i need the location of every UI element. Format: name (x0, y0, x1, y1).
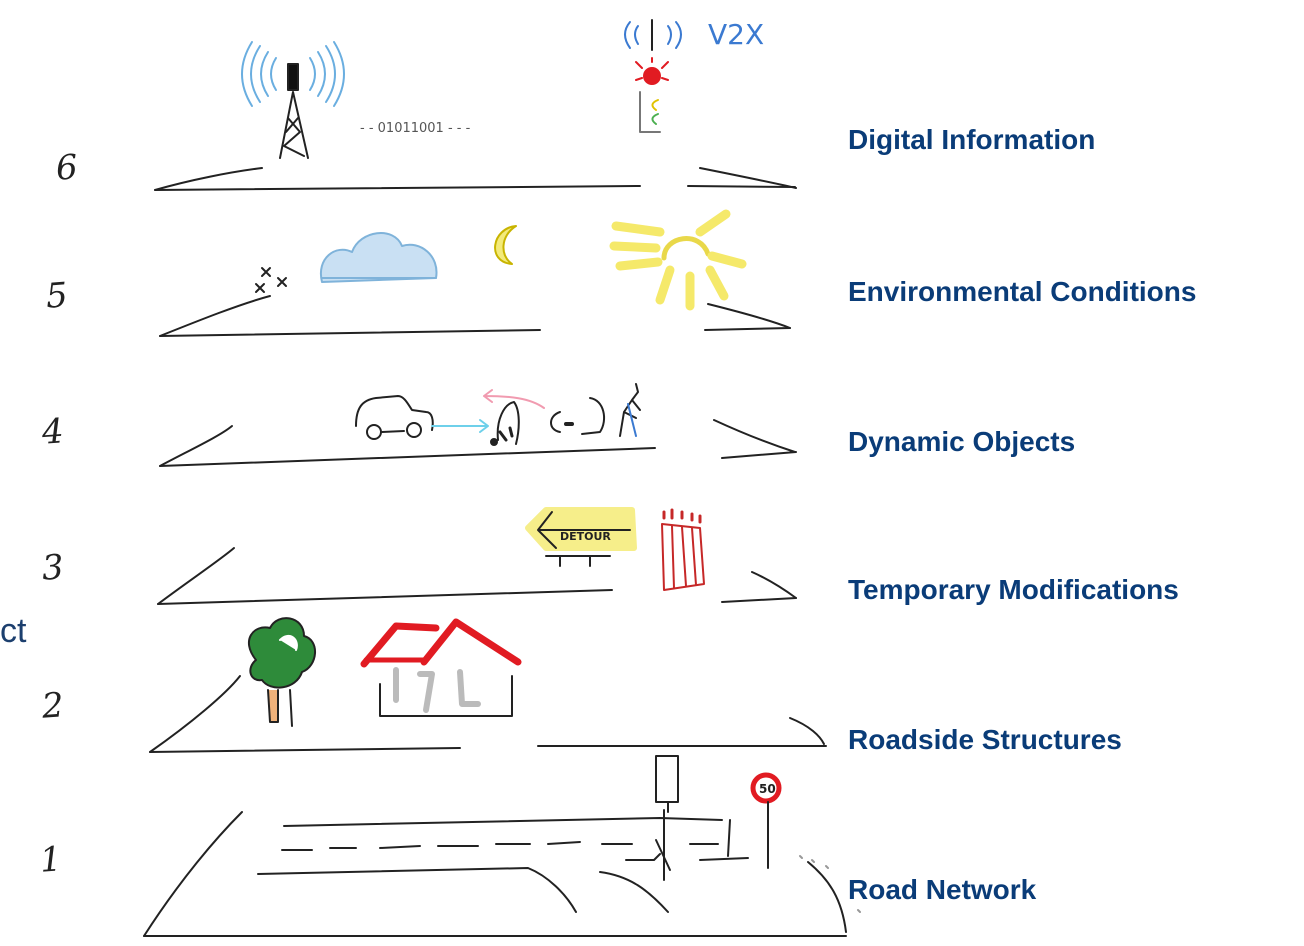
binary-stream-text: - - 01011001 - - - (360, 121, 471, 136)
layer-2-plane (149, 675, 827, 753)
layer-3-number: 3 (40, 547, 66, 589)
layer-1-label: Road Network (848, 874, 1037, 905)
layer-1-plane (143, 811, 847, 937)
layer-5-number: 5 (44, 275, 70, 317)
layer-4-number: 4 (40, 411, 66, 453)
layer-6-plane (154, 167, 797, 191)
clipped-text: ct (0, 612, 27, 650)
detour-sign-icon (525, 507, 637, 567)
sun-icon (609, 209, 747, 311)
radio-tower-icon (241, 41, 345, 159)
v2x-label: V2X (708, 18, 764, 51)
layer-4-label: Dynamic Objects (848, 426, 1076, 457)
road-dots (799, 855, 861, 913)
house-icon (360, 618, 522, 717)
pedestrian-with-dog-icon (490, 401, 520, 446)
speed-limit-sign-icon (750, 772, 782, 869)
pedestrian-motion-arrow (483, 389, 545, 409)
layer-1-number: 1 (38, 839, 64, 881)
pedestrian-icon (619, 383, 641, 437)
tree-icon (248, 617, 316, 727)
cloud-icon (319, 232, 438, 283)
traffic-light-icon (624, 19, 682, 133)
road-sign-post-icon (655, 755, 679, 813)
moon-icon (494, 225, 517, 265)
layer-2-label: Roadside Structures (848, 724, 1122, 755)
layer-5-label: Environmental Conditions (848, 276, 1197, 307)
layer-3-plane (157, 547, 797, 605)
layer-3-label: Temporary Modifications (848, 574, 1179, 605)
speed-limit-text: 50 (759, 782, 776, 796)
detour-sign-text: DETOUR (560, 530, 611, 543)
layer-5-plane (159, 295, 791, 337)
layer-6-label: Digital Information (848, 124, 1096, 155)
snowflakes-icon (255, 267, 287, 293)
barrier-icon (661, 508, 705, 591)
car-motion-arrow (431, 419, 489, 433)
layer-6-number: 6 (54, 147, 80, 189)
cyclist-icon (550, 397, 606, 435)
layer-2-number: 2 (40, 685, 66, 727)
car-icon (355, 395, 434, 440)
road-lanes (257, 809, 749, 913)
layer-4-plane (159, 419, 797, 467)
